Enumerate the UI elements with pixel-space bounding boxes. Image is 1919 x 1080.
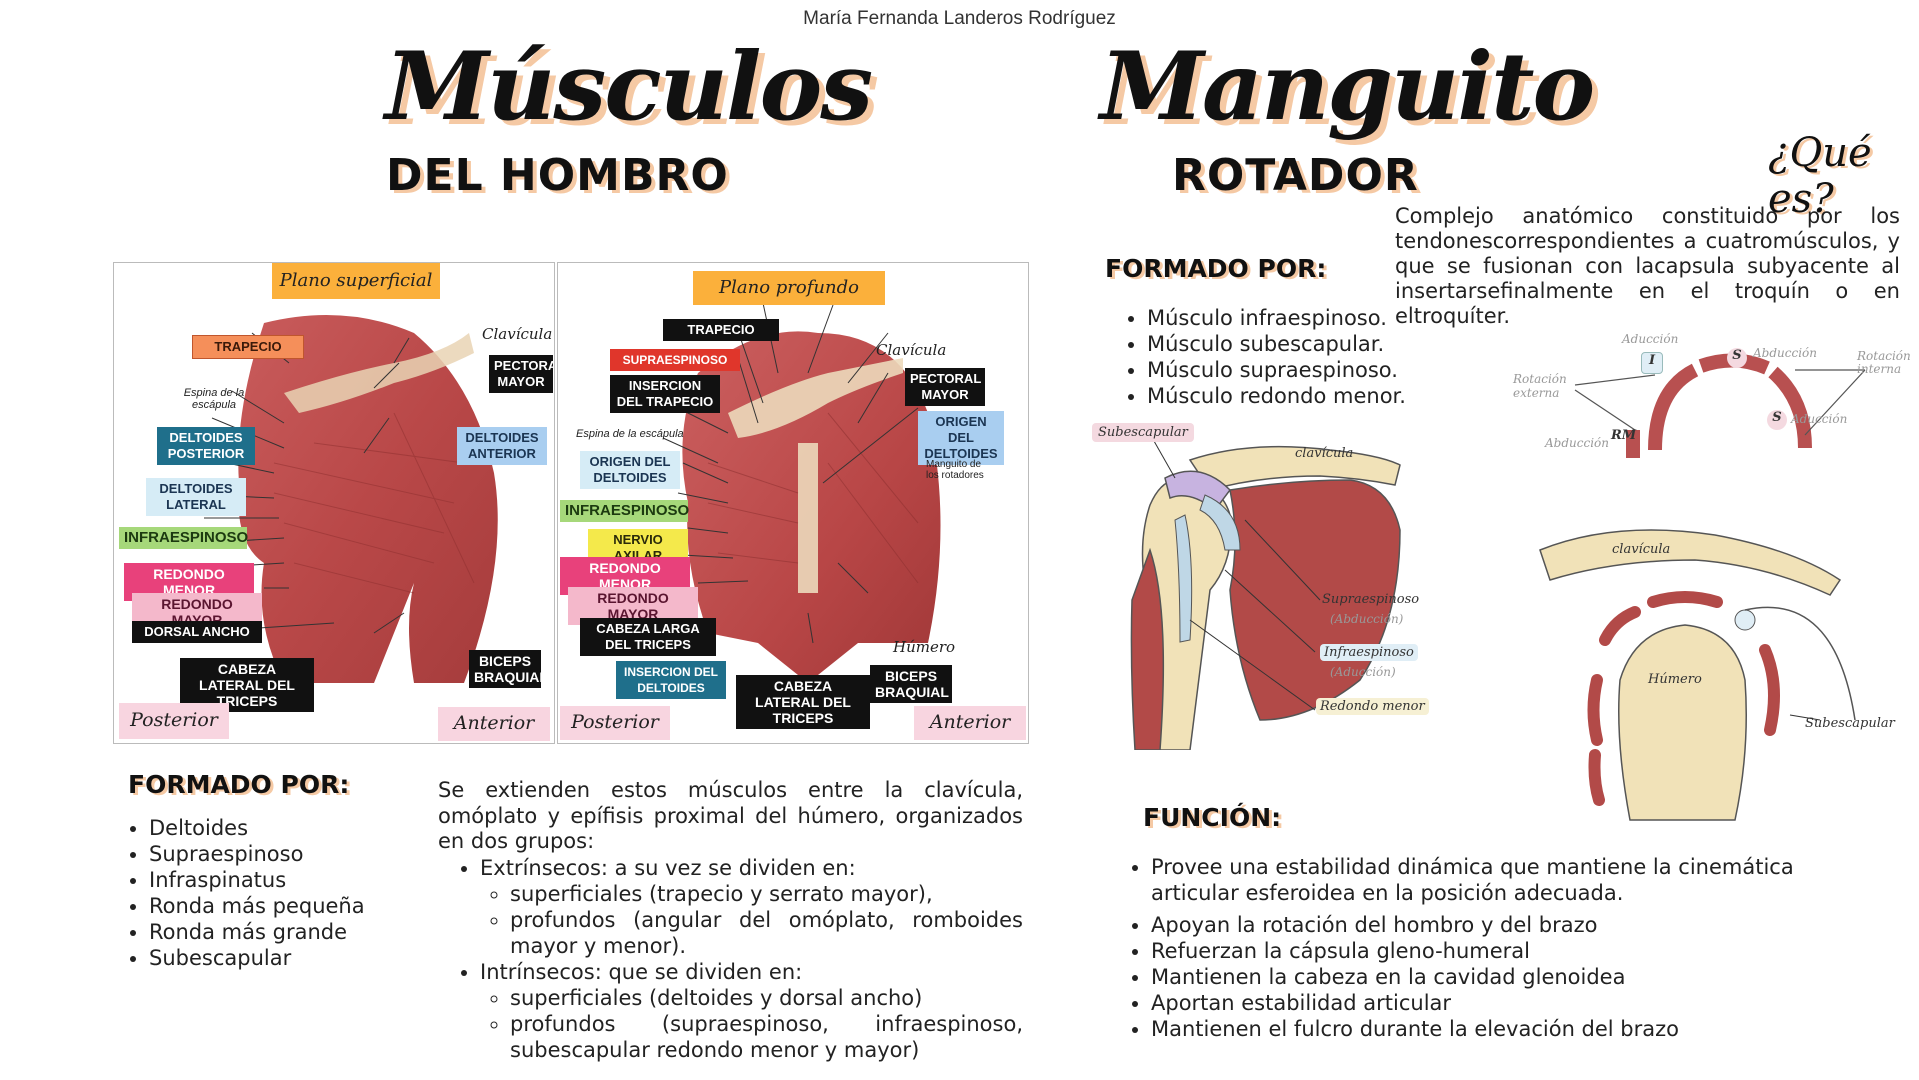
left-formado-heading: FORMADO POR: — [128, 770, 350, 799]
arc-label-rotacion-interna: Rotación interna — [1857, 349, 1911, 376]
funcion-item: Mantienen el fulcro durante la elevación… — [1151, 1016, 1887, 1042]
label-humero-profundo: Húmero — [893, 638, 956, 656]
label-pectoral-mayor: PECTORAL MAYOR — [489, 355, 554, 393]
label-posterior-profundo: Posterior — [560, 706, 670, 740]
arc-label-aduccion-top: Aducción — [1622, 332, 1679, 346]
arc-label-rotacion-externa: Rotación externa — [1513, 372, 1567, 400]
panel-plano-superficial: Plano superficial TRAPECIO Espina de la … — [113, 262, 555, 744]
left-formado-item: Infraspinatus — [149, 867, 425, 893]
title-rotador: ROTADOR — [1172, 150, 1419, 201]
shoulder-muscles-profundo-illustration — [662, 302, 941, 683]
arc-label-s-right: S — [1767, 410, 1787, 430]
group-extrinsecos: Extrínsecos: a su vez se dividen en: sup… — [480, 855, 1023, 959]
cross-label-clavicula: clavícula — [1612, 542, 1671, 557]
label-deltoides-anterior: DELTOIDES ANTERIOR — [457, 427, 547, 465]
group-intrinsecos-label: Intrínsecos: que se dividen en: — [480, 959, 803, 984]
left-formado-list: DeltoidesSupraespinosoInfraspinatusRonda… — [125, 815, 425, 971]
left-formado-item: Ronda más grande — [149, 919, 425, 945]
extrinsecos-sub-1: superficiales (trapecio y serrato mayor)… — [510, 881, 1023, 907]
arc-label-abduccion-top: Abducción — [1753, 346, 1817, 360]
label-biceps-braquial-profundo: BICEPS BRAQUIAL — [870, 665, 952, 703]
intrinsecos-sub-2: profundos (supraespinoso, infraespinoso,… — [510, 1011, 1023, 1063]
shoulder-label-infraespinoso: Infraespinoso — [1320, 644, 1418, 661]
title-manguito: Manguito — [1100, 32, 1595, 142]
label-dorsal-ancho: DORSAL ANCHO — [132, 621, 262, 643]
label-anterior-profundo: Anterior — [914, 706, 1026, 740]
label-manguito-rotadores: Manguito de los rotadores — [926, 459, 984, 481]
humerus-cross-illustration — [1539, 529, 1856, 821]
left-formado-item: Deltoides — [149, 815, 425, 841]
shoulder-label-supraespinoso-sub: (Abducción) — [1330, 612, 1404, 626]
label-deltoides-posterior: DELTOIDES POSTERIOR — [157, 427, 255, 465]
label-infraespinoso: INFRAESPINOSO — [119, 527, 248, 549]
que-es-text: Complejo anatómico constituido por los t… — [1395, 204, 1900, 328]
label-deltoides-lateral: DELTOIDES LATERAL — [146, 478, 246, 516]
funcion-item: Apoyan la rotación del hombro y del braz… — [1151, 912, 1887, 938]
label-trapecio-profundo: TRAPECIO — [663, 319, 779, 341]
funcion-item: Refuerzan la cápsula gleno-humeral — [1151, 938, 1887, 964]
label-insercion-deltoides: INSERCION DEL DELTOIDES — [616, 661, 726, 699]
extrinsecos-sub-2: profundos (angular del omóplato, romboid… — [510, 907, 1023, 959]
funcion-item: Aportan estabilidad articular — [1151, 990, 1887, 1016]
shoulder-label-subescapular: Subescapular — [1092, 423, 1194, 442]
label-clavicula: Clavícula — [482, 325, 553, 343]
title-del-hombro: DEL HOMBRO — [386, 150, 729, 201]
que-es-title: ¿Qué es? — [1768, 130, 1872, 222]
shoulder-label-supraespinoso: Supraespinoso — [1322, 592, 1420, 607]
left-formado-item: Subescapular — [149, 945, 425, 971]
label-espina-escapula-profundo: Espina de la escápula — [576, 428, 684, 440]
group-extrinsecos-label: Extrínsecos: a su vez se dividen en: — [480, 855, 856, 880]
cross-label-subescapular: Subescapular — [1805, 716, 1895, 731]
rotator-arc-diagram: Aducción I S Abducción Rotación interna … — [1505, 330, 1915, 460]
label-insercion-trapecio: INSERCION DEL TRAPECIO — [610, 375, 720, 413]
label-posterior: Posterior — [119, 703, 229, 739]
arc-label-rm: RM — [1611, 428, 1637, 443]
funcion-heading: FUNCIÓN: — [1143, 803, 1282, 832]
label-clavicula-profundo: Clavícula — [876, 341, 947, 359]
label-anterior: Anterior — [438, 707, 550, 741]
right-formado-item: Músculo infraespinoso. — [1147, 305, 1423, 331]
right-formado-item: Músculo subescapular. — [1147, 331, 1423, 357]
shoulder-label-clavicula: clavícula — [1295, 446, 1354, 461]
label-cabeza-larga-triceps: CABEZA LARGA DEL TRICEPS — [580, 618, 716, 656]
group-intrinsecos: Intrínsecos: que se dividen en: superfic… — [480, 959, 1023, 1063]
label-origen-deltoides-left: ORIGEN DEL DELTOIDES — [580, 451, 680, 489]
label-infraespinoso-profundo: INFRAESPINOSO — [560, 500, 689, 522]
cross-label-humero: Húmero — [1648, 672, 1702, 687]
label-cabeza-lateral-triceps-profundo: CABEZA LATERAL DEL TRICEPS — [736, 675, 870, 729]
left-formado-item: Supraespinoso — [149, 841, 425, 867]
label-trapecio: TRAPECIO — [192, 335, 304, 359]
arc-label-abduccion-left: Abducción — [1545, 436, 1609, 450]
title-musculos: Músculos — [385, 32, 873, 142]
shoulder-label-redondo-menor: Redondo menor — [1316, 698, 1429, 715]
shoulder-rotator-diagram: Subescapular clavícula Supraespinoso (Ab… — [1090, 420, 1570, 750]
left-description: Se extienden estos músculos entre la cla… — [438, 778, 1023, 853]
arc-label-i: I — [1641, 352, 1663, 374]
right-formado-heading: FORMADO POR: — [1105, 254, 1327, 283]
funcion-first-item: Provee una estabilidad dinámica que mant… — [1151, 854, 1887, 906]
right-formado-item: Músculo redondo menor. — [1147, 383, 1423, 409]
intrinsecos-sub-1: superficiales (deltoides y dorsal ancho) — [510, 985, 1023, 1011]
label-origen-deltoides-right: ORIGEN DEL DELTOIDES — [918, 411, 1004, 465]
shoulder-label-infraespinoso-sub: (Aducción) — [1330, 665, 1396, 679]
funcion-item: Mantienen la cabeza en la cavidad glenoi… — [1151, 964, 1887, 990]
left-formado-item: Ronda más pequeña — [149, 893, 425, 919]
plano-profundo-header: Plano profundo — [693, 271, 885, 305]
right-formado-item: Músculo supraespinoso. — [1147, 357, 1423, 383]
arc-label-aduccion-right: Aducción — [1791, 412, 1848, 426]
funcion-block: Provee una estabilidad dinámica que mant… — [1127, 854, 1887, 1042]
left-description-block: Se extienden estos músculos entre la cla… — [438, 778, 1023, 1063]
panel-plano-profundo: Plano profundo TRAPECIO SUPRAESPINOSO IN… — [557, 262, 1029, 744]
label-pectoral-mayor-profundo: PECTORAL MAYOR — [905, 368, 985, 406]
author-name: María Fernanda Landeros Rodríguez — [803, 8, 1116, 29]
label-biceps-braquial: BICEPS BRAQUIAL — [469, 650, 548, 688]
right-formado-list: Músculo infraespinoso.Músculo subescapul… — [1123, 305, 1423, 409]
label-espina-escapula: Espina de la escápula — [183, 387, 245, 411]
label-supraespinoso: SUPRAESPINOSO — [610, 349, 740, 371]
arc-label-s-top: S — [1727, 348, 1747, 368]
plano-superficial-header: Plano superficial — [272, 263, 440, 299]
shoulder-muscles-superficial-illustration — [203, 315, 498, 683]
label-cabeza-lateral-triceps: CABEZA LATERAL DEL TRICEPS — [180, 658, 314, 712]
humerus-cross-diagram: clavícula Húmero Subescapular — [1535, 520, 1915, 832]
